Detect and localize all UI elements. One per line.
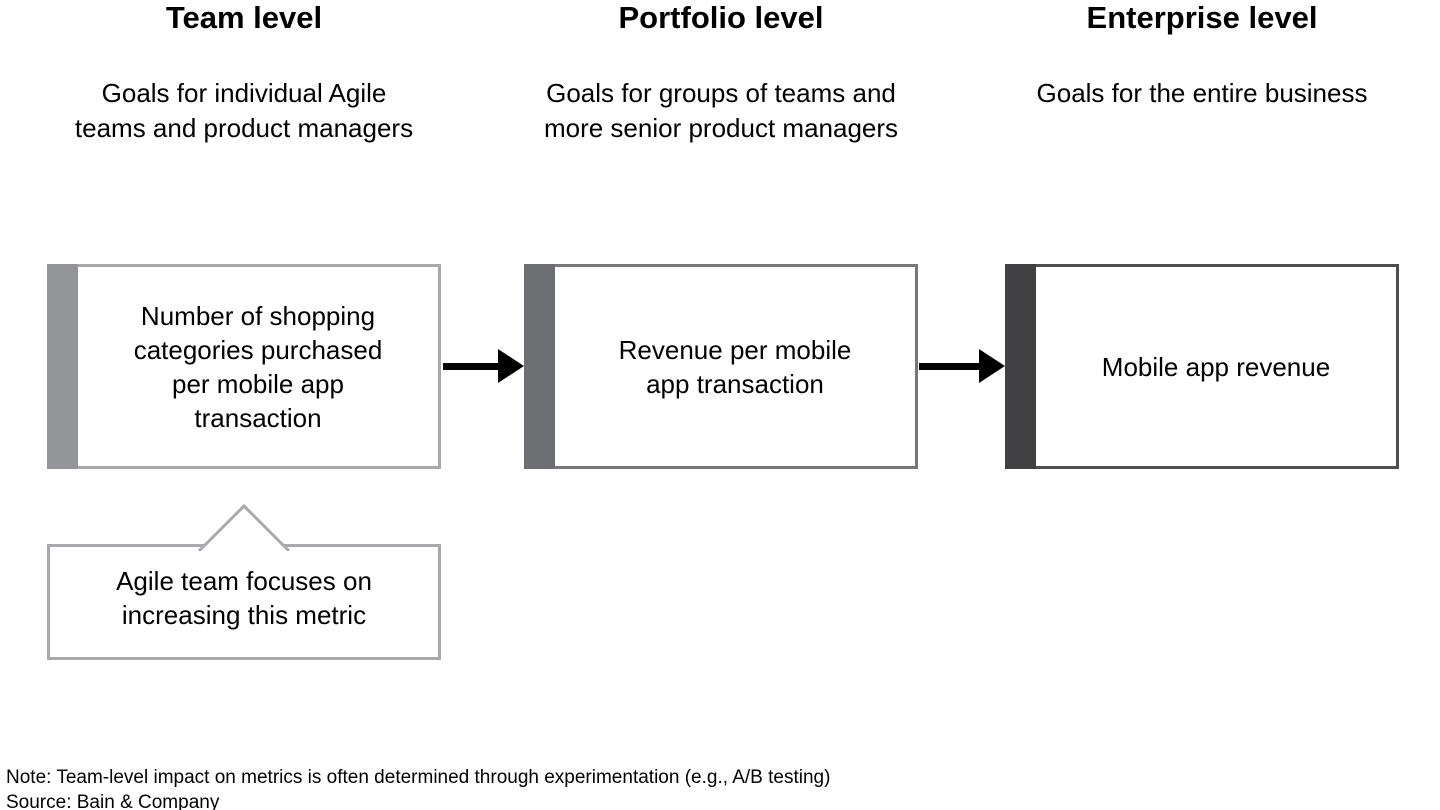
arrow-head-icon: [979, 349, 1005, 383]
accent-bar-enterprise: [1005, 264, 1036, 469]
arrow-shaft: [919, 362, 979, 370]
callout-pointer-icon: [197, 503, 291, 551]
arrow-head-icon: [498, 349, 524, 383]
metric-box-body-enterprise: Mobile app revenue: [1036, 264, 1399, 469]
arrow-portfolio-to-enterprise: [919, 349, 1005, 383]
metric-text-enterprise: Mobile app revenue: [1101, 351, 1331, 382]
accent-bar-portfolio: [524, 264, 555, 469]
accent-bar-team: [47, 264, 78, 469]
footer-note: Note: Team-level impact on metrics is of…: [6, 767, 831, 788]
arrow-team-to-portfolio: [443, 349, 524, 383]
arrow-shaft: [443, 362, 498, 370]
column-title-team: Team level: [165, 0, 323, 35]
footer-source: Source: Bain & Company: [6, 792, 220, 810]
metric-box-enterprise: Mobile app revenue: [1005, 264, 1399, 469]
column-subtitle-enterprise: Goals for the entire business: [1036, 78, 1368, 108]
column-title-enterprise: Enterprise level: [1086, 0, 1318, 35]
column-title-portfolio: Portfolio level: [618, 0, 824, 35]
